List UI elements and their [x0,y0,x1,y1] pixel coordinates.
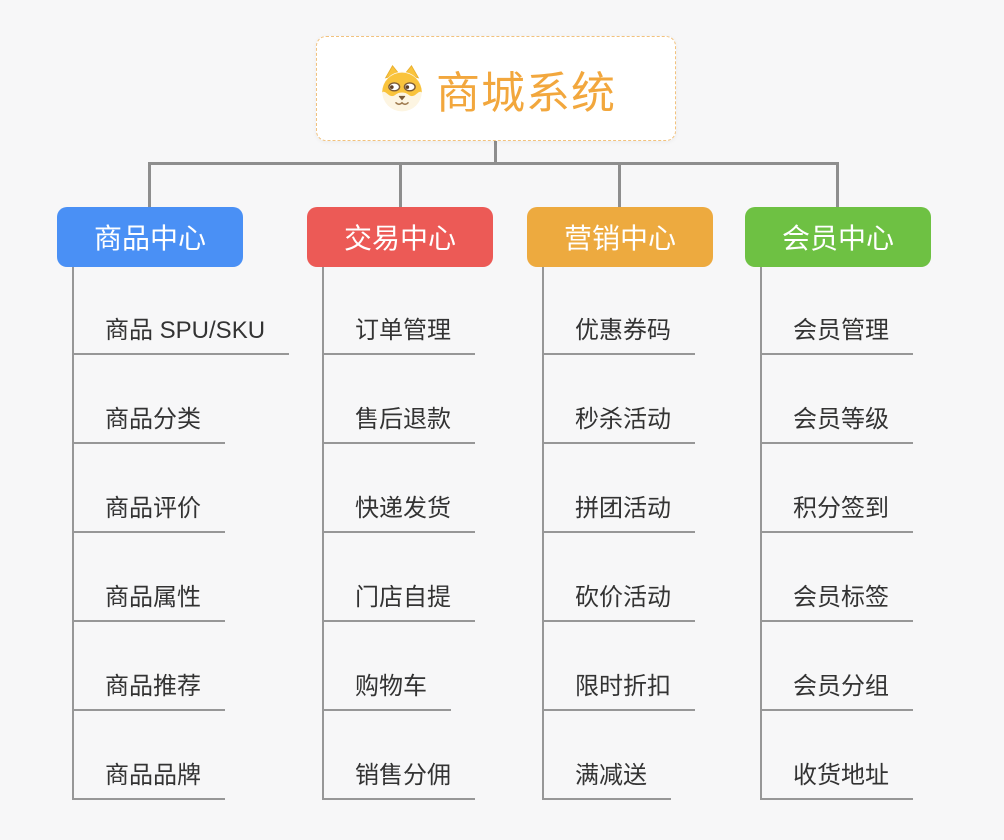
leaf-item[interactable]: 商品 SPU/SKU [73,313,290,355]
leaf-item[interactable]: 商品分类 [73,402,225,444]
branch-spine-marketing [542,267,544,800]
connector-drop-3 [618,162,621,208]
leaf-item[interactable]: 优惠券码 [543,313,695,355]
leaf-item[interactable]: 秒杀活动 [543,402,695,444]
leaf-item[interactable]: 商品属性 [73,580,225,622]
leaf-item[interactable]: 购物车 [323,669,451,711]
connector-drop-2 [399,162,402,208]
leaf-item[interactable]: 会员分组 [761,669,913,711]
leaf-item[interactable]: 商品品牌 [73,758,225,800]
branch-node-marketing-center[interactable]: 营销中心 [527,207,713,267]
leaf-item[interactable]: 满减送 [543,758,671,800]
leaf-item[interactable]: 砍价活动 [543,580,695,622]
leaf-item[interactable]: 拼团活动 [543,491,695,533]
branch-spine-product [72,267,74,800]
connector-drop-1 [148,162,151,208]
leaf-item[interactable]: 会员管理 [761,313,913,355]
leaf-item[interactable]: 商品评价 [73,491,225,533]
leaf-item[interactable]: 积分签到 [761,491,913,533]
branch-spine-trade [322,267,324,800]
connector-rail [148,162,839,165]
leaf-item[interactable]: 订单管理 [323,313,475,355]
connector-drop-4 [836,162,839,208]
branch-node-trade-center[interactable]: 交易中心 [307,207,493,267]
leaf-item[interactable]: 会员标签 [761,580,913,622]
branch-node-product-center[interactable]: 商品中心 [57,207,243,267]
root-node-label: 商城系统 [436,68,616,118]
leaf-item[interactable]: 售后退款 [323,402,475,444]
leaf-item[interactable]: 商品推荐 [73,669,225,711]
branch-spine-member [760,267,762,800]
leaf-item[interactable]: 快递发货 [323,491,475,533]
root-node[interactable]: 商城系统 [316,36,676,141]
branch-node-member-center[interactable]: 会员中心 [745,207,931,267]
dog-face-icon [382,64,422,111]
leaf-item[interactable]: 会员等级 [761,402,913,444]
connector-root-stem [494,140,497,165]
leaf-item[interactable]: 销售分佣 [323,758,475,800]
leaf-item[interactable]: 门店自提 [323,580,475,622]
leaf-item[interactable]: 限时折扣 [543,669,695,711]
leaf-item[interactable]: 收货地址 [761,758,913,800]
